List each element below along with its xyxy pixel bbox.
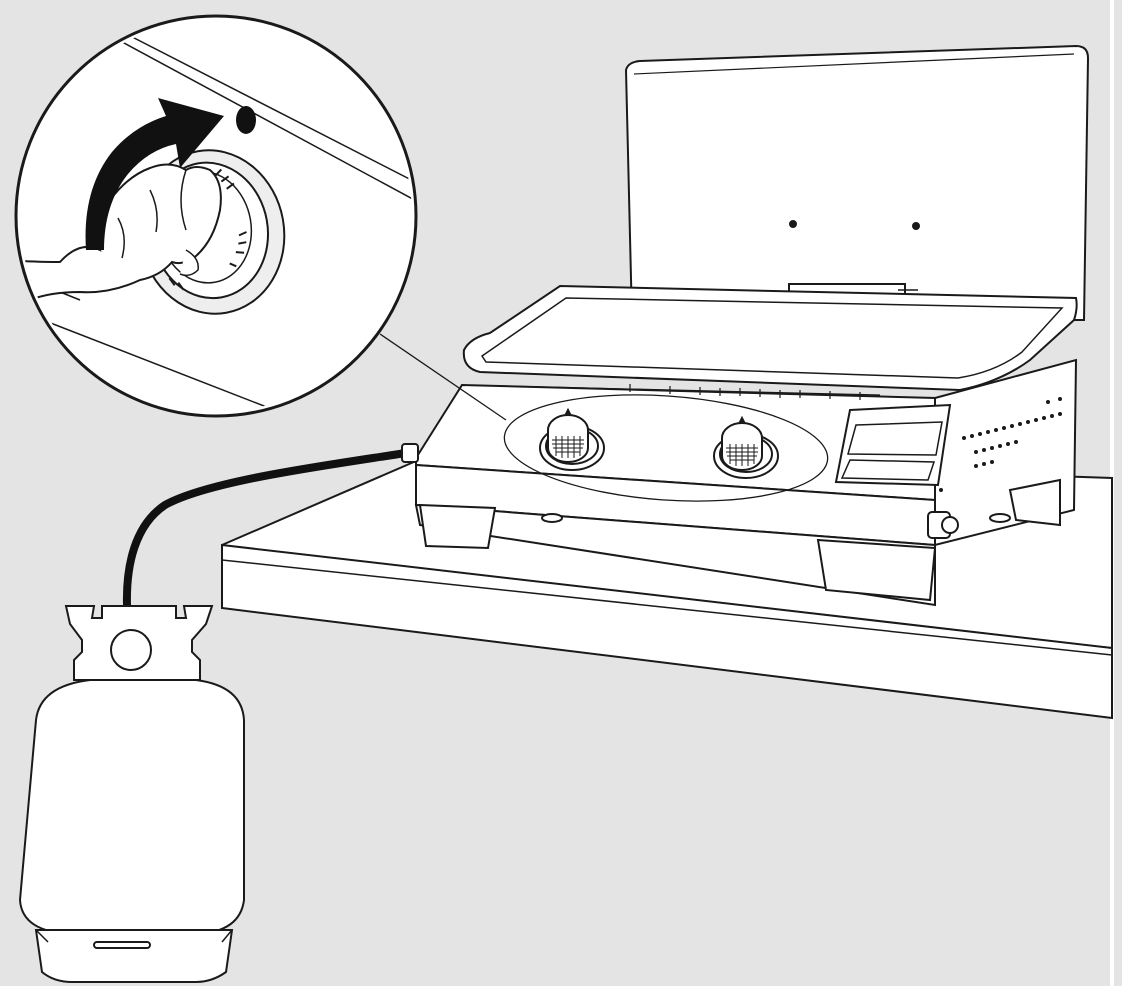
tank-base [36,930,232,982]
griddle-lid [626,46,1088,320]
tank-body [20,680,244,934]
front-right-foot [818,540,935,600]
tank-valve-hole [111,630,151,670]
lid-screw-right [913,223,919,229]
lid-screw-left [790,221,796,227]
ignition-marker-dot [236,106,256,134]
hose-connector [402,444,418,462]
front-left-foot [420,505,495,548]
